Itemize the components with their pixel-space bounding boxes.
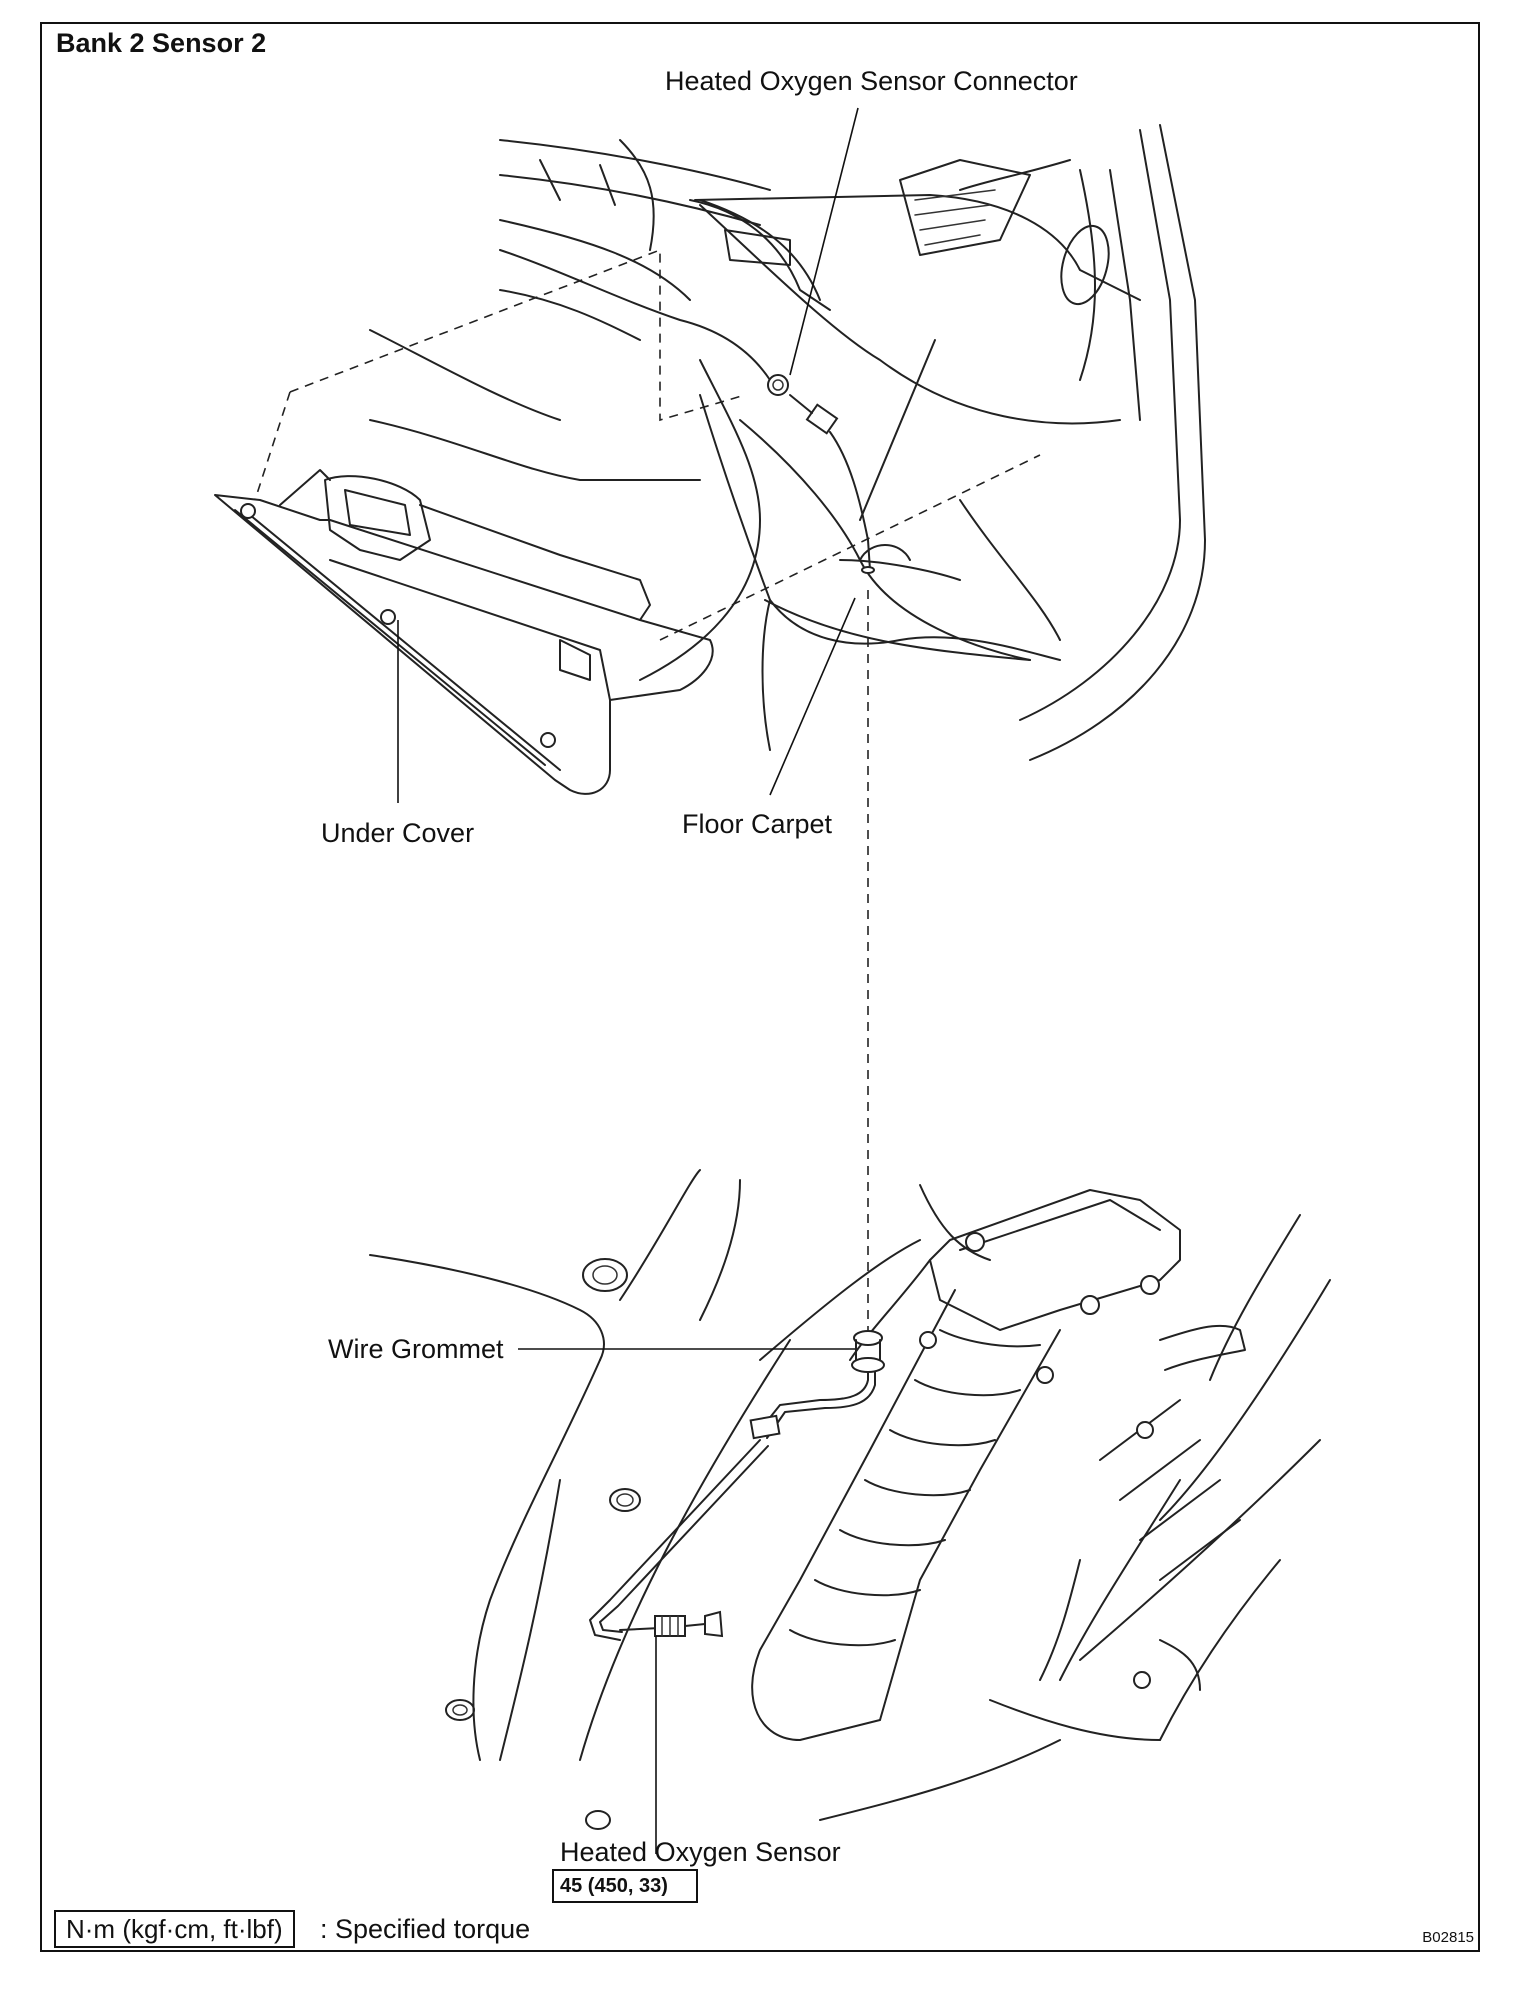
connector-assembly — [767, 374, 875, 574]
dashboard-lines — [369, 124, 1206, 761]
label-under-cover: Under Cover — [321, 818, 475, 848]
torque-value: 45 (450, 33) — [552, 1869, 698, 1903]
diagram-title: Bank 2 Sensor 2 — [56, 28, 267, 58]
underbody-lines — [369, 1169, 1331, 1830]
leader-lines — [397, 107, 859, 1854]
diagram-frame — [40, 22, 1480, 1952]
exhaust-pipe — [751, 1189, 1246, 1741]
figure-code: B02815 — [1422, 1929, 1474, 1946]
torque-units-legend: N·m (kgf·cm, ft·lbf) — [54, 1910, 295, 1948]
label-floor-carpet: Floor Carpet — [682, 809, 833, 839]
sensor-wire — [589, 1330, 885, 1641]
label-wire-grommet: Wire Grommet — [328, 1334, 504, 1364]
dashed-guide-lines — [254, 248, 1041, 1330]
torque-legend-text: : Specified torque — [320, 1914, 531, 1944]
label-connector: Heated Oxygen Sensor Connector — [665, 66, 1078, 96]
floor-carpet-shape — [699, 339, 1061, 751]
under-cover-part — [214, 469, 714, 795]
label-sensor: Heated Oxygen Sensor — [560, 1837, 841, 1867]
